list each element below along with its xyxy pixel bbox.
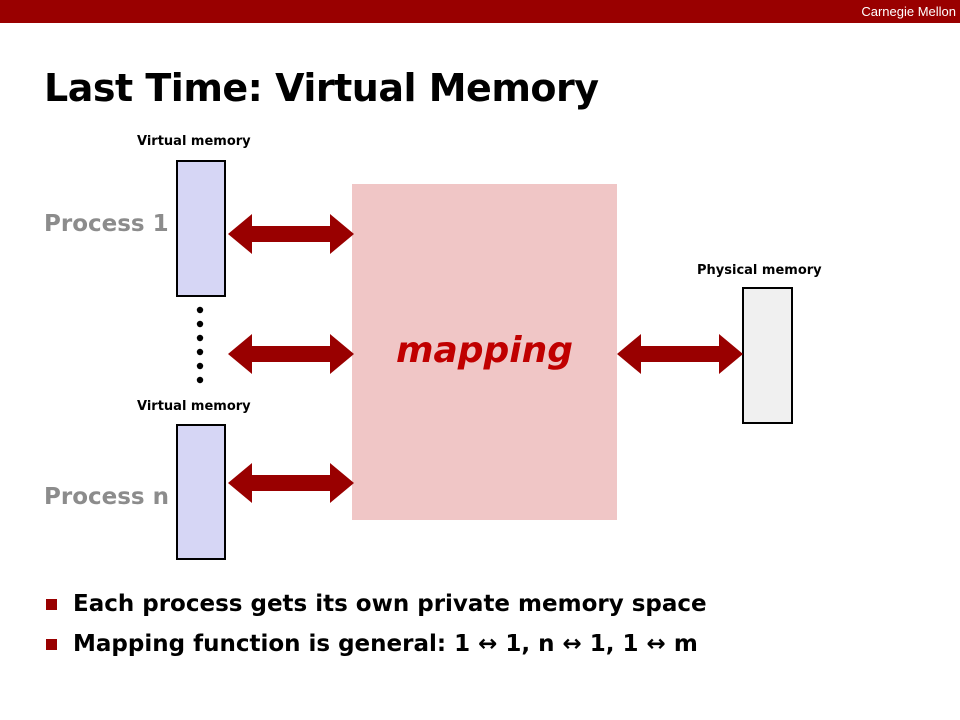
- mapping-box: mapping: [352, 184, 617, 520]
- process-1-label: Process 1: [44, 211, 169, 237]
- virtual-memory-box-process-1: [176, 160, 226, 297]
- bullet-text: Mapping function is general: 1 ↔ 1, n ↔ …: [73, 631, 698, 657]
- square-bullet-icon: [46, 639, 57, 650]
- physical-memory-label: Physical memory: [697, 263, 822, 278]
- slide-title: Last Time: Virtual Memory: [44, 66, 599, 110]
- process-n-label: Process n: [44, 484, 169, 510]
- double-arrow-middle: [228, 334, 354, 374]
- virtual-memory-label-bottom: Virtual memory: [137, 399, 251, 414]
- bullet-item: Each process gets its own private memory…: [44, 588, 707, 628]
- bullet-item: Mapping function is general: 1 ↔ 1, n ↔ …: [44, 628, 707, 668]
- double-arrow-process-n: [228, 463, 354, 503]
- ellipsis-dots: [196, 306, 204, 384]
- double-arrow-process-1: [228, 214, 354, 254]
- mapping-label: mapping: [395, 330, 574, 371]
- virtual-memory-box-process-n: [176, 424, 226, 560]
- square-bullet-icon: [46, 599, 57, 610]
- brand-label: Carnegie Mellon: [861, 4, 956, 19]
- header-bar: Carnegie Mellon: [0, 0, 960, 23]
- bullet-text: Each process gets its own private memory…: [73, 591, 707, 617]
- physical-memory-box: [742, 287, 793, 424]
- virtual-memory-label-top: Virtual memory: [137, 134, 251, 149]
- double-arrow-physical: [617, 334, 743, 374]
- bullet-list: Each process gets its own private memory…: [44, 588, 707, 668]
